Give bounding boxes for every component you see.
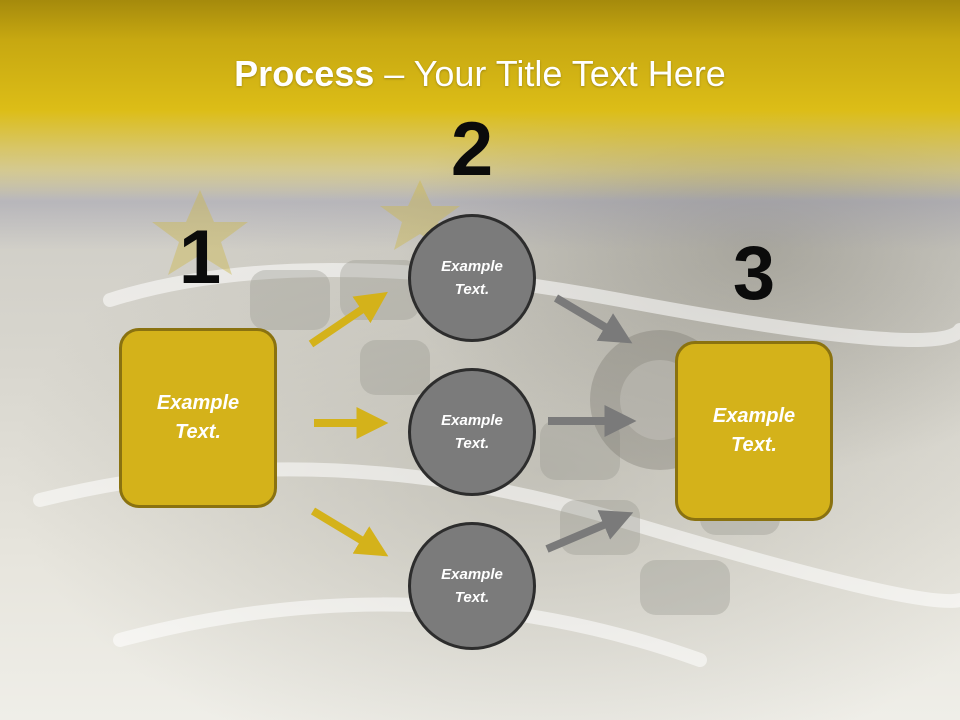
arrow-left-to-bottom [310,507,389,557]
circle-bottom-text: Example Text. [441,566,503,606]
circle-middle-text: Example Text. [441,412,503,452]
left-process-box: Example Text. [119,328,277,508]
step-number-3: 3 [732,231,776,316]
step-number-1: 1 [178,215,222,300]
slide-title: Process – Your Title Text Here [0,52,960,96]
arrow-bottom-to-right [545,510,634,553]
title-rest: – Your Title Text Here [374,53,726,94]
left-box-text: Example Text. [156,392,240,443]
right-box-text: Example Text. [712,405,796,456]
process-circle-middle: Example Text. [408,368,536,496]
arrow-left-to-top [308,291,388,348]
header-band [0,0,960,200]
right-process-box: Example Text. [675,341,833,521]
process-circle-top: Example Text. [408,214,536,342]
arrow-top-to-right [553,294,633,344]
title-strong: Process [234,53,375,94]
circle-top-text: Example Text. [441,258,503,298]
process-circle-bottom: Example Text. [408,522,536,650]
step-number-2: 2 [450,107,494,192]
